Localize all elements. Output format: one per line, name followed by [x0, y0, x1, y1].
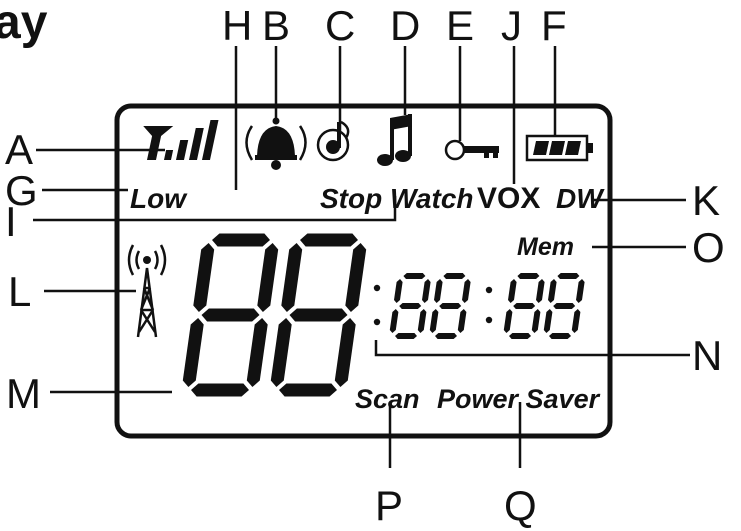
- clock-digit-3-seg-b: [536, 279, 545, 303]
- clock-digit-4-seg-d: [549, 333, 571, 339]
- clock-digit-1-seg-b: [422, 279, 431, 303]
- callout-m: M: [6, 370, 41, 417]
- channel-digit-2-seg-d: [279, 383, 337, 397]
- channel-digit-2-seg-c: [334, 318, 356, 387]
- callout-j: J: [501, 2, 522, 49]
- clock-digit-2-seg-a: [443, 273, 466, 279]
- clock-digit-2-seg-e: [429, 309, 439, 333]
- clock-digit-2-seg-c: [457, 309, 467, 333]
- music-note-icon: [377, 114, 412, 166]
- callout-f: F: [541, 2, 567, 49]
- clock-colon-right-dot-1: [485, 286, 493, 294]
- title-fragment: ay: [0, 0, 48, 49]
- clock-digit-4-seg-f: [548, 279, 557, 303]
- clock-digit-3-seg-g: [513, 303, 536, 309]
- channel-digit-2-seg-f: [281, 243, 303, 312]
- callout-d: D: [390, 2, 420, 49]
- channel-digit-1-seg-b: [257, 243, 279, 312]
- clock-digit-4-seg-e: [543, 309, 553, 333]
- channel-digit-1-seg-c: [246, 318, 268, 387]
- callout-n: N: [692, 332, 722, 379]
- low-indicator: Low: [130, 183, 188, 214]
- callout-b: B: [262, 2, 290, 49]
- callout-k: K: [692, 177, 720, 224]
- channel-digit-2-seg-b: [345, 243, 367, 312]
- key-icon: [444, 139, 499, 161]
- clock-colon-left-dot-1: [373, 284, 381, 292]
- watch-indicator: Watch: [390, 183, 474, 214]
- clock-digit-1-seg-f: [394, 279, 403, 303]
- clock-digit-2-seg-g: [439, 303, 462, 309]
- clock-colon-left-dot-2: [373, 318, 381, 326]
- clock-digit-2-seg-f: [434, 279, 443, 303]
- leader-n: [374, 340, 690, 357]
- clock-digit-4-seg-a: [557, 273, 580, 279]
- channel-digit-2-seg-a: [300, 233, 358, 247]
- clock-digit-2-seg-d: [435, 333, 457, 339]
- clock-digit-1-seg-e: [389, 309, 399, 333]
- callout-o: O: [692, 224, 725, 271]
- callout-e: E: [446, 2, 474, 49]
- callout-i: I: [5, 198, 17, 245]
- channel-digit-1-seg-a: [212, 233, 270, 247]
- ringtone-icon: [316, 120, 350, 162]
- channel-digit-2-seg-g: [289, 308, 348, 322]
- leader-i: [33, 196, 397, 222]
- clock-digit-3-seg-d: [509, 333, 531, 339]
- mem-indicator: Mem: [517, 233, 574, 261]
- channel-digit-1-seg-g: [201, 308, 260, 322]
- channel-digit-1-seg-e: [182, 318, 204, 387]
- clock-digit-3-seg-a: [517, 273, 540, 279]
- clock-digit-1-seg-c: [417, 309, 427, 333]
- channel-digit-1-seg-f: [193, 243, 215, 312]
- antenna-tower-icon: [127, 244, 167, 338]
- clock-digit-1-seg-d: [395, 333, 417, 339]
- callout-h: H: [222, 2, 252, 49]
- callout-g: G: [5, 167, 38, 214]
- clock-digit-4-seg-g: [553, 303, 576, 309]
- clock-digit-2-seg-b: [462, 279, 471, 303]
- callout-q: Q: [504, 482, 537, 529]
- battery-icon: [525, 134, 593, 162]
- bell-icon: [245, 117, 307, 170]
- callout-p: P: [375, 482, 403, 529]
- clock-colon-right-dot-2: [485, 316, 493, 324]
- callout-l: L: [8, 268, 31, 315]
- stop-indicator: Stop: [320, 183, 382, 214]
- dw-indicator: DW: [556, 183, 605, 214]
- clock-digit-4-seg-c: [571, 309, 581, 333]
- clock-digit-3-seg-c: [531, 309, 541, 333]
- callout-a: A: [5, 126, 33, 173]
- callout-labels: H B C D E J F A G I L M K O N P Q: [5, 2, 725, 529]
- seven-segment-display: [182, 233, 585, 397]
- clock-digit-1-seg-a: [403, 273, 426, 279]
- clock-digit-4-seg-b: [576, 279, 585, 303]
- scan-indicator: Scan: [355, 384, 420, 414]
- channel-digit-2-seg-e: [270, 318, 292, 387]
- channel-digit-1-seg-d: [191, 383, 249, 397]
- clock-digit-3-seg-e: [503, 309, 513, 333]
- lcd-frame: [114, 103, 613, 439]
- clock-digit-1-seg-g: [399, 303, 422, 309]
- callout-leaders: [33, 46, 690, 468]
- signal-strength-icon: [143, 120, 219, 160]
- clock-digit-3-seg-f: [508, 279, 517, 303]
- callout-c: C: [325, 2, 355, 49]
- vox-indicator: VOX: [477, 182, 540, 215]
